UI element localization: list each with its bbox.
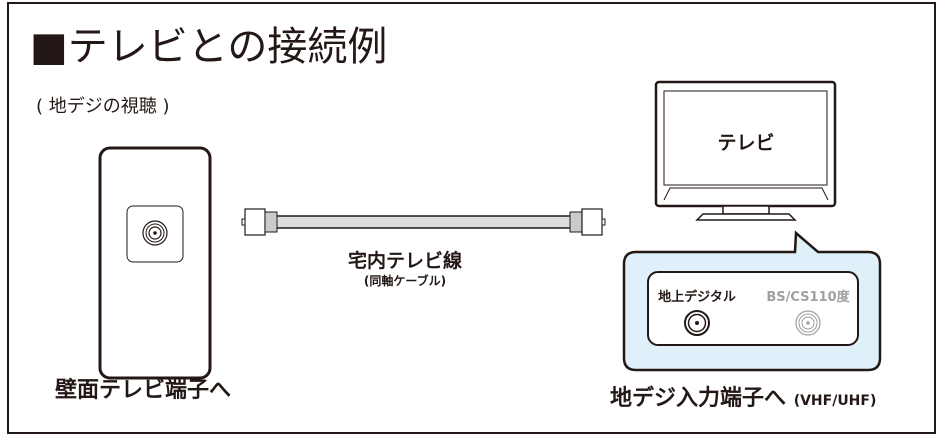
input-panel-bubble — [622, 230, 882, 372]
wall-outlet — [98, 146, 212, 380]
page-title: ■テレビとの接続例 — [30, 24, 388, 70]
terrestrial-jack-icon — [684, 310, 710, 336]
cable-sublabel: (同軸ケーブル) — [363, 274, 447, 288]
input-terminal-text: 地デジ入力端子へ — [610, 386, 787, 411]
subtitle: ( 地デジの視聴 ) — [36, 96, 170, 117]
cable-label: 宅内テレビ線 — [347, 250, 462, 272]
wall-outlet-label: 壁面テレビ端子へ — [55, 378, 232, 403]
bs-jack-icon — [795, 310, 821, 336]
coaxial-cable — [241, 208, 606, 236]
tv-label: テレビ — [717, 132, 775, 154]
input-terminal-label: 地デジ入力端子へ (VHF/UHF) — [610, 380, 876, 412]
tv-icon — [654, 80, 837, 221]
diagram-frame — [7, 2, 936, 434]
bs-cs-label: BS/CS110度 — [766, 290, 850, 305]
terrestrial-label: 地上デジタル — [658, 290, 736, 305]
input-terminal-sublabel: (VHF/UHF) — [793, 393, 877, 409]
